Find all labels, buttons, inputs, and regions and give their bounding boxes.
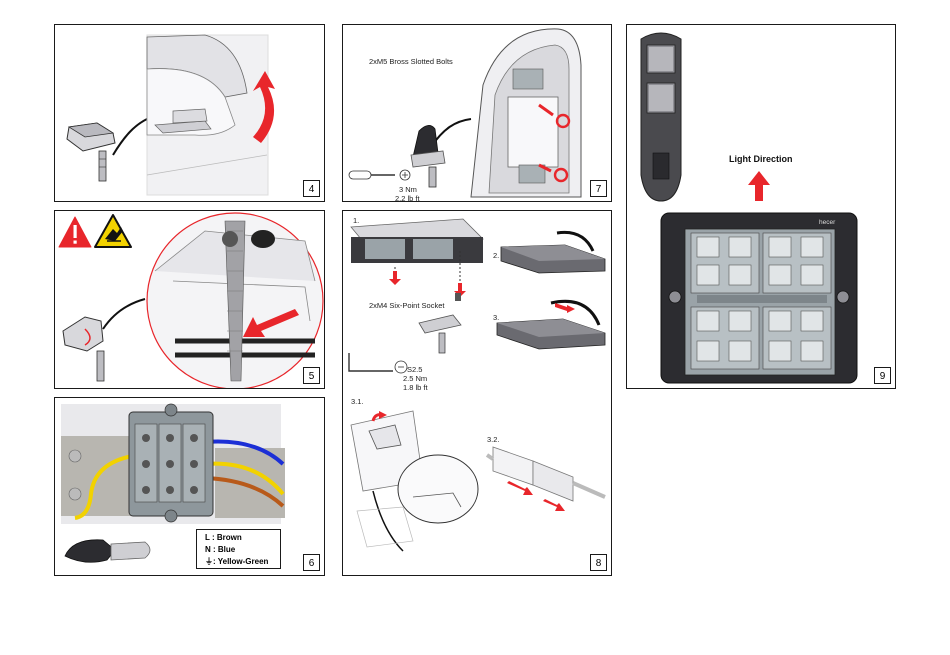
connector-detail xyxy=(487,447,605,511)
legend-live: L : Brown xyxy=(205,532,280,544)
step-number: 6 xyxy=(303,554,320,571)
led-module-step2 xyxy=(501,232,605,273)
luminaire-small xyxy=(65,540,150,562)
legend-ground: ⏚: Yellow-Green xyxy=(205,556,280,568)
zoom-detail xyxy=(147,35,268,195)
led-module-front xyxy=(661,213,857,383)
step-number: 9 xyxy=(874,367,891,384)
step-6-illustration xyxy=(55,398,325,576)
luminaire-top-view xyxy=(641,33,681,201)
torque-lbft: 2.2 lb ft xyxy=(395,194,420,202)
step-7-illustration xyxy=(343,25,612,202)
panel-step-6: L : Brown N : Blue ⏚: Yellow-Green 6 xyxy=(54,397,325,576)
step-number: 8 xyxy=(590,554,607,571)
step-number: 7 xyxy=(590,180,607,197)
torque-nm: 3 Nm xyxy=(399,185,417,194)
step-number: 4 xyxy=(303,180,320,197)
step-9-illustration xyxy=(627,25,896,389)
step-5-illustration xyxy=(55,211,325,389)
led-module-step3 xyxy=(497,301,605,349)
open-housing xyxy=(471,29,581,197)
light-direction-arrow-icon xyxy=(748,171,770,201)
panel-step-9: Light Direction xyxy=(626,24,896,389)
screwdriver-icon xyxy=(349,170,410,180)
luminaire-small xyxy=(419,315,461,353)
luminaire-small xyxy=(67,123,115,181)
zoom-circle xyxy=(147,213,323,389)
warning-triangle-icon xyxy=(59,217,91,247)
step-8-illustration xyxy=(343,211,612,576)
step-number: 5 xyxy=(303,367,320,384)
luminaire-small xyxy=(63,317,104,381)
wire-color-legend: L : Brown N : Blue ⏚: Yellow-Green xyxy=(196,529,281,569)
terminal-block xyxy=(129,404,213,522)
hand-crush-hazard-icon xyxy=(95,215,131,247)
module-underside xyxy=(351,219,483,301)
hex-key-icon xyxy=(349,353,407,373)
legend-neutral: N : Blue xyxy=(205,544,280,556)
ground-symbol-icon: ⏚ xyxy=(205,557,213,566)
panel-step-5: 5 xyxy=(54,210,325,389)
panel-step-4: 4 xyxy=(54,24,325,202)
panel-step-7: 2xM5 Bross Slotted Bolts 3 Nm xyxy=(342,24,612,202)
clip-detail xyxy=(351,411,478,551)
panel-step-8: 1. 2. 3. 2xM4 Six-Point Socket S2.5 2.5 … xyxy=(342,210,612,576)
brand-logo: hecer xyxy=(819,219,835,226)
step-4-illustration xyxy=(55,25,325,202)
